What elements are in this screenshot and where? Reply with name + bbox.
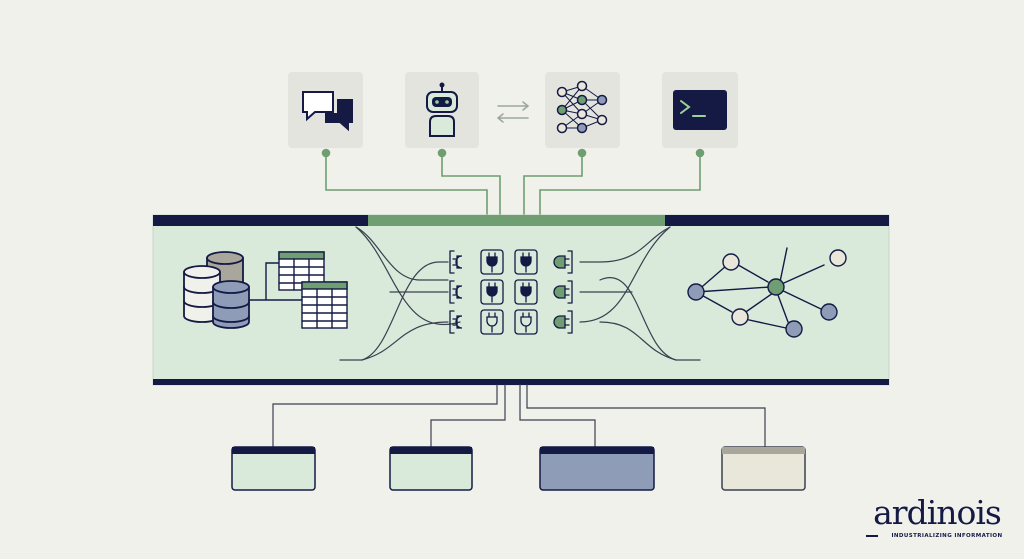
output-box-2 — [389, 446, 473, 491]
connector-plug-grid — [449, 249, 573, 335]
output-box-3 — [539, 446, 655, 491]
plug-icon — [553, 280, 573, 304]
plug-icon — [514, 309, 538, 335]
plug-icon — [480, 279, 504, 305]
plug-icon — [553, 250, 573, 274]
terminal-icon — [662, 72, 738, 148]
plug-icon — [514, 279, 538, 305]
ardinois-logo: ardinois INDUSTRIALIZING INFORMATION — [862, 495, 1012, 539]
bottom-connectors — [272, 384, 766, 448]
plug-icon — [480, 309, 504, 335]
output-box-4 — [721, 446, 806, 491]
knowledge-graph-icon — [687, 247, 847, 338]
plug-icon — [449, 250, 463, 274]
robot-icon — [405, 72, 479, 148]
plug-icon — [480, 249, 504, 275]
logo-tagline: INDUSTRIALIZING INFORMATION — [862, 533, 1012, 539]
data-table-icon — [248, 251, 348, 329]
logo-wordmark: ardinois — [873, 493, 1002, 532]
plug-icon — [449, 310, 463, 334]
neural-network-icon — [545, 72, 620, 148]
output-box-1 — [231, 446, 316, 491]
plug-icon — [449, 280, 463, 304]
chat-icon — [288, 72, 363, 148]
plug-icon — [553, 310, 573, 334]
top-connectors — [321, 148, 705, 216]
routing-lines — [339, 226, 701, 361]
plug-icon — [514, 249, 538, 275]
exchange-arrows-icon — [496, 101, 530, 123]
database-icon — [183, 251, 250, 329]
